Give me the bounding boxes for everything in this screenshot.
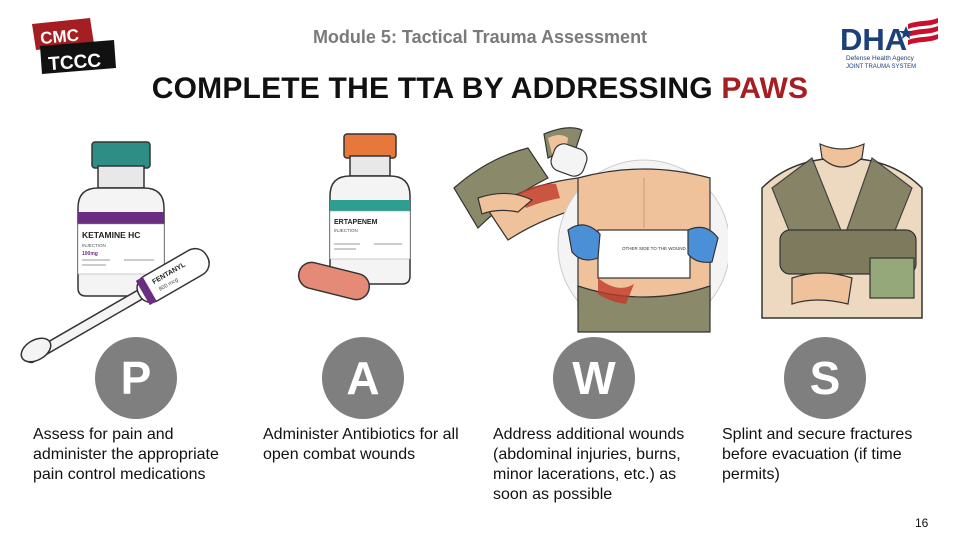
svg-text:ERTAPENEM: ERTAPENEM (334, 219, 378, 226)
headline-main: COMPLETE THE TTA BY ADDRESSING (151, 72, 722, 105)
pain-medication-illustration: KETAMINE HC INJECTION 100mg FENTANYL 800… (20, 141, 210, 364)
pain-description: Assess for pain and administer the appro… (33, 426, 219, 483)
dha-logo: DHA Defense Health Agency JOINT TRAUMA S… (840, 18, 938, 70)
letter-circle-a: A (322, 337, 404, 419)
antibiotic-illustration: ERTAPENEM INJECTION (297, 133, 411, 301)
svg-text:INJECTION: INJECTION (334, 228, 358, 233)
svg-text:KETAMINE HC: KETAMINE HC (82, 230, 140, 240)
headline-accent: PAWS (721, 72, 809, 105)
page-number: 16 (915, 516, 929, 530)
svg-text:OTHER SIDE TO THE WOUND: OTHER SIDE TO THE WOUND (622, 246, 687, 251)
wound-care-illustration: OTHER SIDE TO THE WOUND (453, 127, 728, 333)
module-title: Module 5: Tactical Trauma Assessment (312, 27, 648, 47)
svg-text:Defense Health Agency: Defense Health Agency (846, 55, 915, 62)
letter-circle-p: P (95, 337, 177, 419)
svg-text:100mg: 100mg (82, 251, 98, 257)
svg-text:CMC: CMC (39, 26, 79, 48)
letter-circle-s: S (784, 337, 866, 419)
cmc-tccc-logo: CMC TCCC (32, 18, 116, 74)
slide-headline: COMPLETE THE TTA BY ADDRESSING PAWS (0, 72, 960, 106)
letter-circle-w: W (553, 337, 635, 419)
svg-text:DHA: DHA (840, 22, 907, 57)
splint-illustration (761, 143, 923, 319)
wounds-description: Address additional wounds (abdominal inj… (493, 426, 685, 503)
svg-text:INJECTION: INJECTION (82, 243, 106, 248)
splint-description: Splint and secure fractures before evacu… (722, 426, 913, 483)
svg-text:JOINT TRAUMA SYSTEM: JOINT TRAUMA SYSTEM (846, 64, 916, 70)
antibiotics-description: Administer Antibiotics for all open comb… (263, 426, 459, 463)
svg-text:TCCC: TCCC (48, 50, 102, 74)
